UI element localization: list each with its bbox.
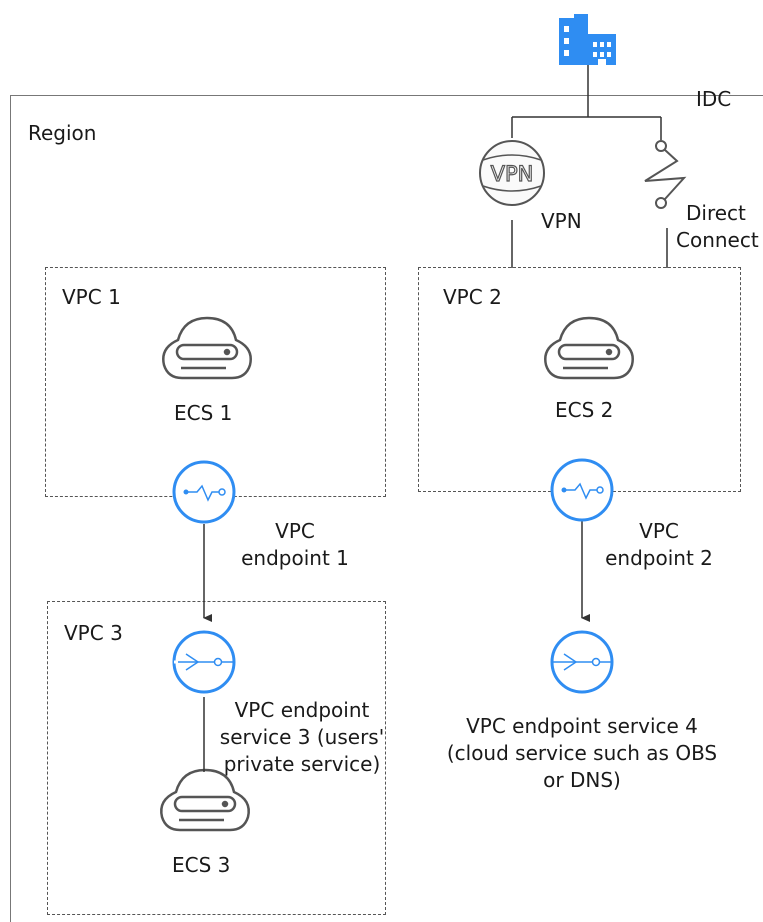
idc-label: IDC (696, 87, 732, 111)
endpoint1-label-line1: VPC (275, 519, 315, 543)
direct-connect-icon (644, 140, 687, 209)
vpc-endpoint-service3-icon (172, 630, 236, 694)
vpc3-box (47, 601, 386, 915)
vpc-endpoint1-icon (172, 460, 236, 524)
vpc1-label: VPC 1 (62, 285, 121, 309)
direct-connect-label-line2: Connect (676, 228, 759, 252)
vpn-icon (479, 140, 545, 206)
vpc2-label: VPC 2 (443, 285, 502, 309)
service4-label-line2: (cloud service such as OBS (446, 741, 718, 765)
vpc-endpoint2-icon (550, 458, 614, 522)
service4-label-line1: VPC endpoint service 4 (466, 714, 698, 738)
endpoint2-label-line1: VPC (639, 519, 679, 543)
endpoint2-label-line2: endpoint 2 (605, 546, 713, 570)
ecs3-label: ECS 3 (172, 853, 231, 877)
service4-label-line3: or DNS) (543, 768, 621, 792)
ecs2-icon (544, 316, 634, 380)
service3-label-line2: service 3 (users' (219, 725, 385, 749)
ecs1-icon (162, 316, 252, 380)
vpc-endpoint-service4-icon (550, 630, 614, 694)
vpn-icon-text: VPN (491, 162, 534, 186)
idc-connection-lines (511, 65, 668, 268)
ecs3-icon (160, 768, 250, 832)
endpoint1-label-line2: endpoint 1 (241, 546, 349, 570)
ecs1-label: ECS 1 (174, 401, 233, 425)
ecs2-label: ECS 2 (555, 398, 614, 422)
service3-label-line3: private service) (223, 752, 381, 776)
region-boundary (10, 95, 763, 922)
region-label: Region (28, 121, 97, 145)
vpn-label: VPN (541, 209, 582, 233)
vpc3-label: VPC 3 (64, 621, 123, 645)
direct-connect-label-line1: Direct (686, 201, 746, 225)
service3-label-line1: VPC endpoint (234, 698, 370, 722)
endpoint-connectors (203, 520, 590, 772)
building-icon (559, 14, 616, 65)
